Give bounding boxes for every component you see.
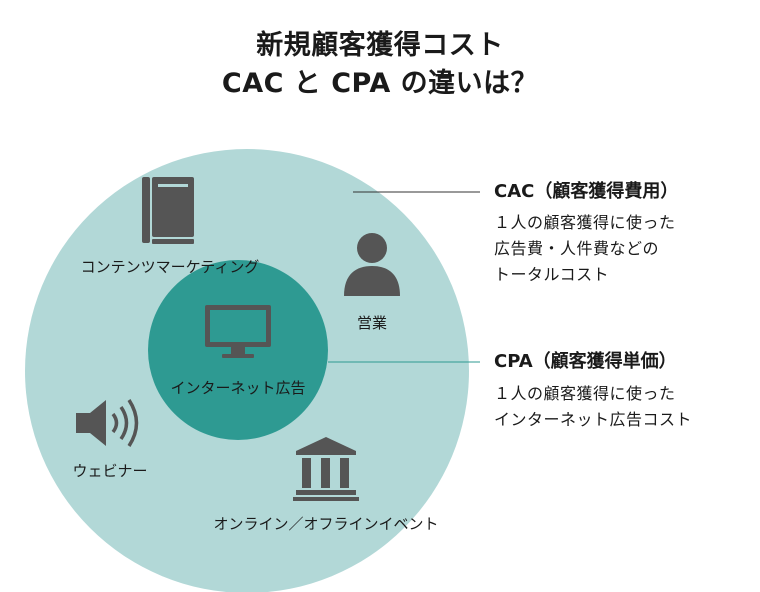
- outer-item-label-events: オンライン／オフラインイベント: [213, 515, 438, 533]
- speaker-icon: [76, 399, 139, 447]
- monitor-icon: [205, 305, 271, 358]
- building-icon: [293, 437, 359, 501]
- cac-description-line-2: 広告費・人件費などの: [494, 239, 660, 258]
- cpa-heading: CPA（顧客獲得単価）: [494, 351, 677, 372]
- inner-item-label-internet-ads: インターネット広告: [170, 379, 305, 397]
- cac-heading: CAC（顧客獲得費用）: [494, 181, 679, 202]
- cpa-description-line-2: インターネット広告コスト: [494, 410, 693, 429]
- cac-description-line-1: １人の顧客獲得に使った: [494, 213, 676, 232]
- outer-item-label-content-marketing: コンテンツマーケティング: [81, 258, 260, 276]
- outer-item-label-webinar: ウェビナー: [72, 462, 147, 480]
- cac-description-line-3: トータルコスト: [494, 265, 610, 284]
- outer-item-label-sales: 営業: [357, 314, 387, 332]
- cpa-description-line-1: １人の顧客獲得に使った: [494, 384, 676, 403]
- title-line-2: CAC と CPA の違いは？: [221, 68, 539, 99]
- book-icon: [142, 177, 194, 244]
- person-icon: [344, 233, 400, 296]
- title-line-1: 新規顧客獲得コスト: [256, 30, 504, 61]
